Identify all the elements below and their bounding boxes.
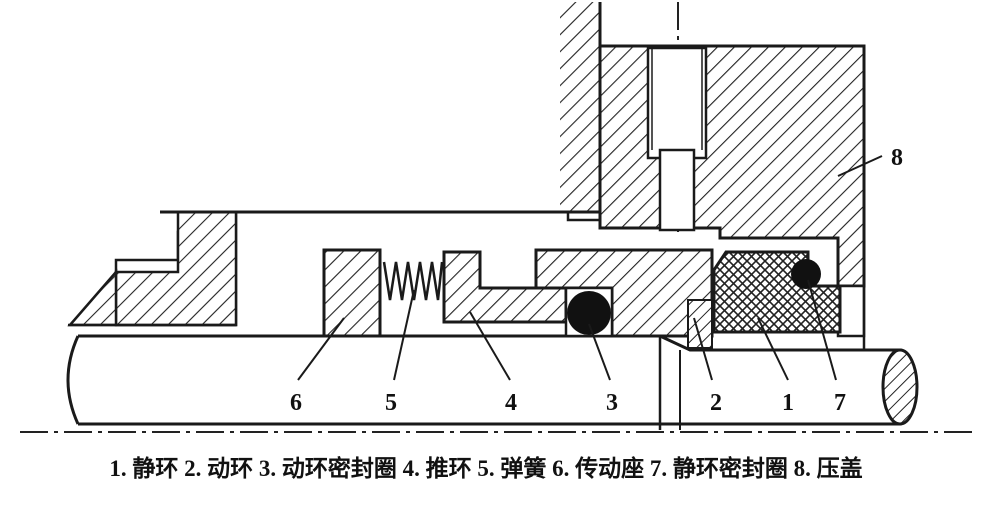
drive-seat: [322, 248, 382, 338]
label-4: 4: [505, 390, 517, 416]
shaft: [66, 334, 919, 430]
label-7: 7: [834, 390, 846, 416]
label-3: 3: [606, 390, 618, 416]
housing: [67, 2, 602, 327]
label-6: 6: [290, 390, 302, 416]
stationary-ring-o-ring: [791, 259, 821, 289]
shaft-end-section: [881, 348, 919, 426]
rotating-ring-o-ring: [567, 291, 611, 335]
gland-port-bore: [658, 148, 696, 232]
gland-port: [646, 46, 708, 160]
stationary-ring: [712, 250, 842, 334]
gland: [598, 44, 866, 350]
diagram-caption: 1. 静环 2. 动环 3. 动环密封圈 4. 推环 5. 弹簧 6. 传动座 …: [109, 455, 862, 481]
label-8: 8: [891, 145, 903, 171]
label-5: 5: [385, 390, 397, 416]
rotating-ring-pin: [687, 299, 713, 349]
leader-lines: [297, 155, 883, 381]
label-1: 1: [782, 390, 794, 416]
spring: [382, 261, 444, 301]
label-2: 2: [710, 390, 722, 416]
